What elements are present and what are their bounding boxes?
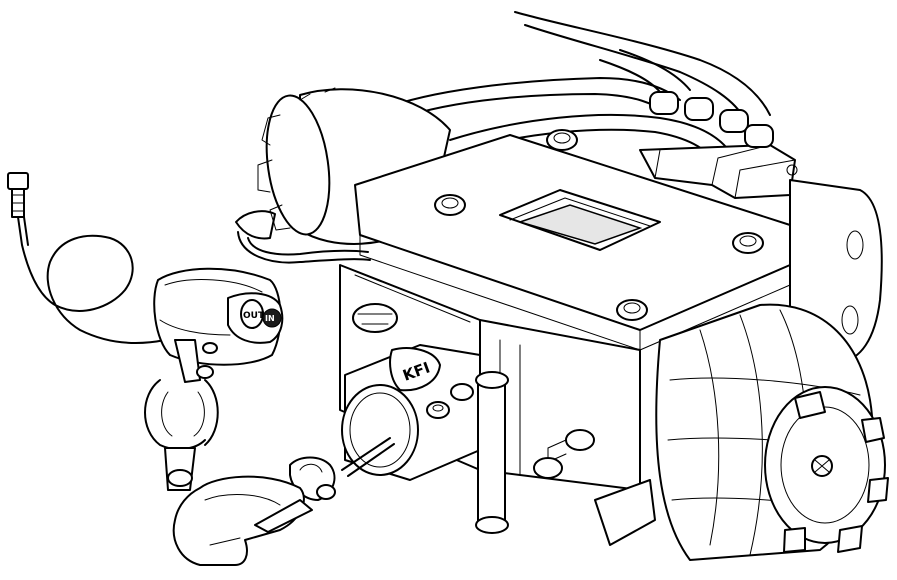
drum-bolt: [450, 383, 474, 401]
drum-bolt: [426, 401, 450, 419]
plate-bolt: [546, 129, 578, 151]
plate-bolt: [434, 194, 466, 216]
side-bolt: [547, 429, 595, 463]
motor-lead-cable: [237, 231, 371, 264]
wire-rope: [341, 437, 395, 477]
remote-cord: [7, 172, 166, 344]
plate-bolt: [616, 299, 648, 321]
kfi-logo-badge: [389, 347, 441, 392]
in-button[interactable]: [262, 308, 282, 328]
gear-housing: [655, 303, 889, 561]
terminal-boot: [719, 109, 749, 133]
out-button[interactable]: [240, 299, 264, 329]
winch-hook: [172, 456, 336, 566]
drum-end: [341, 384, 419, 476]
motor-end-cap: [265, 94, 331, 236]
terminal-boot: [744, 124, 774, 148]
out-label: OUT: [243, 311, 265, 321]
handlebar-clamp: [144, 339, 219, 491]
terminal-boot: [684, 97, 714, 121]
cord-plug: [7, 172, 29, 190]
in-label: IN: [265, 314, 275, 323]
hook-latch: [254, 499, 313, 533]
solenoid-contactor: [639, 91, 798, 199]
roller-post: [477, 379, 506, 526]
frame-bolt-head: [352, 303, 398, 333]
plate-bolt: [732, 232, 764, 254]
side-bolt: [533, 457, 563, 479]
terminal-boot: [649, 91, 679, 115]
handlebar-remote-switch: OUT IN: [153, 267, 284, 366]
